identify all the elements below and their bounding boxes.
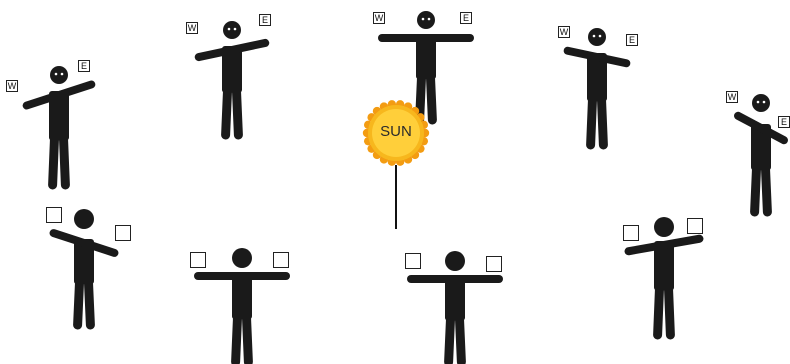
left-eye (55, 73, 58, 76)
sun-pole (395, 165, 397, 229)
right-eye (61, 73, 64, 76)
left-direction-box: W (6, 80, 18, 92)
sun-label: SUN (362, 123, 430, 140)
right-direction-box: E (78, 60, 90, 72)
head (50, 66, 68, 84)
